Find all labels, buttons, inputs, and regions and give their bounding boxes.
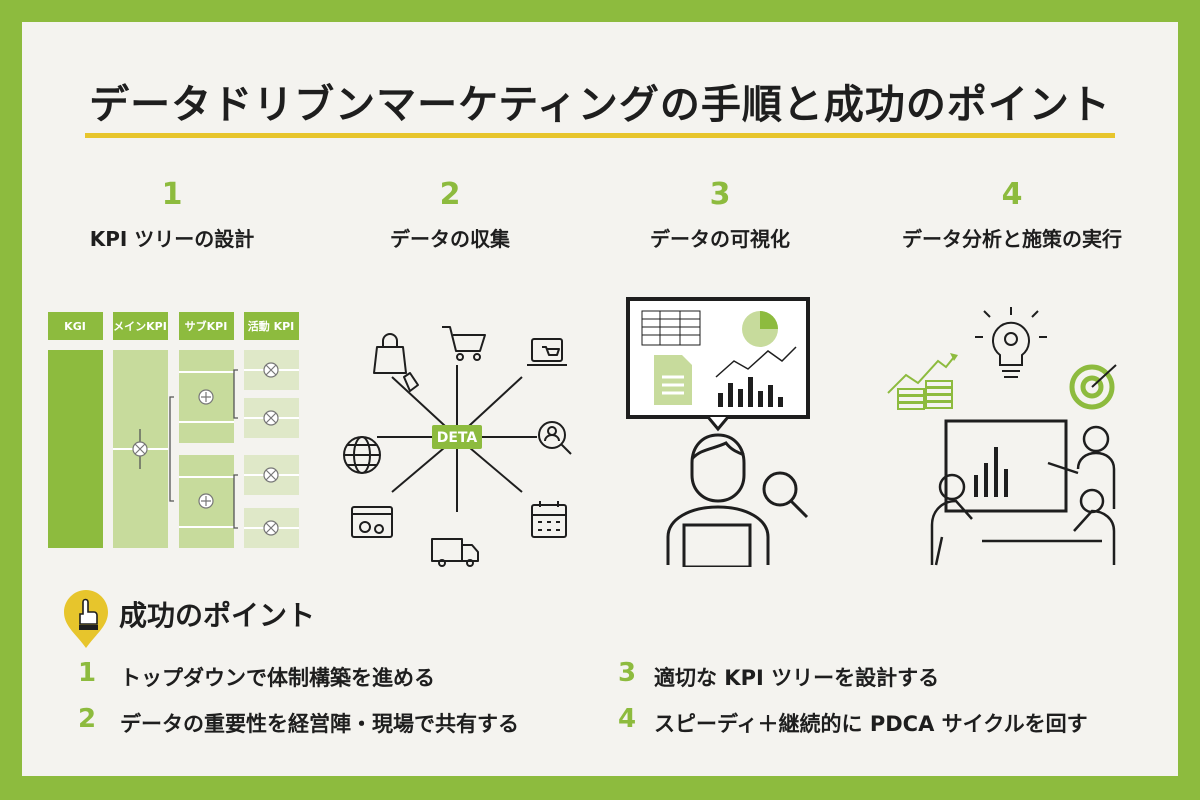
point-3-text: 適切な KPI ツリーを設計する [654,666,940,690]
document-icon [654,355,692,405]
step-1-label: KPI ツリーの設計 [83,223,261,256]
title-underline [85,133,1115,138]
pie-chart-icon [742,311,778,347]
data-hub-label: DETA [437,430,478,446]
kpi-tree-diagram: KGI メインKPI サブKPI 活動 KPI [48,312,299,548]
step-3: 3 データの可視化 [590,177,850,256]
spreadsheet-icon [641,310,701,346]
step-1: 1 KPI ツリーの設計 [42,177,302,256]
point-4-number: 4 [618,704,637,734]
infographic-panel: データドリブンマーケティングの手順と成功のポイント 1 KPI ツリーの設計 2… [22,22,1178,776]
target-icon [1069,364,1117,410]
step-4-number: 4 [1001,177,1023,212]
settings-window-icon [351,506,393,538]
step-3-number: 3 [709,177,731,212]
calendar-icon [531,504,567,538]
data-hub [432,425,482,449]
truck-icon [431,538,479,562]
whiteboard-bars [974,447,1008,497]
data-visualization-illustration [626,297,810,567]
presenter-person-icon [1047,425,1116,509]
step-3-label: データの可視化 [644,223,796,256]
analysis-meeting-illustration [887,307,1117,566]
kpi-header-main: メインKPI [113,320,167,333]
point-1-number: 1 [78,658,97,688]
shopping-bag-icon [373,333,407,374]
point-4-text: スピーディ＋継続的に PDCA サイクルを回す [654,712,1088,736]
kgi-block [48,350,103,548]
kpi-header-sub: サブKPI [185,319,228,333]
point-3-number: 3 [618,658,637,688]
laptop-icon [531,338,563,362]
page-title: データドリブンマーケティングの手順と成功のポイント [89,82,1111,128]
success-points-title: 成功のポイント [119,599,316,632]
person-icon [666,433,809,567]
kpi-header-activity: 活動 KPI [248,319,295,333]
growth-coins-icon [887,353,958,410]
lightbulb-gear-icon [975,307,1047,378]
bar-chart-icon [718,377,783,407]
step-2-label: データの収集 [384,223,516,256]
step-2: 2 データの収集 [320,177,580,256]
point-2-text: データの重要性を経営陣・現場で共有する [120,712,519,736]
attendees-icon [930,473,1116,566]
magnifier-icon [762,471,798,507]
cart-icon [442,326,486,352]
whiteboard [944,419,1068,513]
user-search-icon [538,421,566,449]
kpi-header-kgi: KGI [64,320,86,333]
step-2-number: 2 [439,177,461,212]
data-collection-diagram: DETA [343,326,572,567]
step-1-number: 1 [161,177,183,212]
step-4-label: データ分析と施策の実行 [896,223,1128,256]
point-2-number: 2 [78,704,97,734]
point-1-text: トップダウンで体制構築を進める [120,666,435,690]
pointing-hand-icon [64,590,108,648]
step-4: 4 データ分析と施策の実行 [882,177,1142,256]
